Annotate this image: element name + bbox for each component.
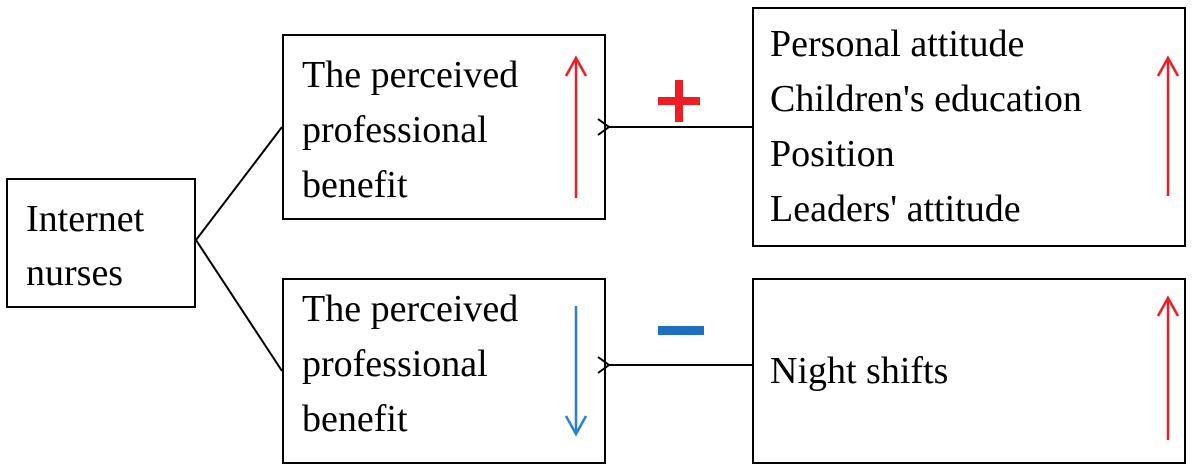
node-text-line: professional bbox=[302, 343, 488, 385]
node-text-line: benefit bbox=[302, 164, 408, 206]
factor-night-shifts: Night shifts bbox=[770, 350, 949, 392]
node-text-line: The perceived bbox=[302, 54, 519, 96]
node-text-line: The perceived bbox=[302, 288, 519, 330]
node-text-line: nurses bbox=[26, 252, 124, 294]
minus-sign-icon bbox=[658, 326, 704, 335]
arrow-down-icon bbox=[564, 306, 588, 437]
internet-nurses-box: Internet nurses bbox=[6, 178, 196, 308]
branch-line-lower bbox=[195, 239, 283, 372]
branch-line-upper bbox=[195, 126, 283, 241]
plus-sign-icon bbox=[658, 80, 700, 122]
node-text-line: Internet bbox=[26, 198, 145, 240]
factor-position: Position bbox=[770, 133, 895, 175]
positive-factors-box: Personal attitude Children's education P… bbox=[752, 7, 1186, 247]
factor-leaders-attitude: Leaders' attitude bbox=[770, 188, 1021, 230]
arrow-up-icon bbox=[1156, 55, 1180, 196]
node-text-line: professional bbox=[302, 109, 488, 151]
factor-childrens-education: Children's education bbox=[770, 78, 1082, 120]
factor-personal-attitude: Personal attitude bbox=[770, 23, 1025, 65]
node-text-line: benefit bbox=[302, 398, 408, 440]
night-shifts-box: Night shifts bbox=[752, 278, 1186, 464]
arrow-up-icon bbox=[564, 55, 588, 198]
perceived-benefit-lower-box: The perceived professional benefit bbox=[282, 278, 606, 464]
arrow-up-icon bbox=[1156, 295, 1180, 440]
